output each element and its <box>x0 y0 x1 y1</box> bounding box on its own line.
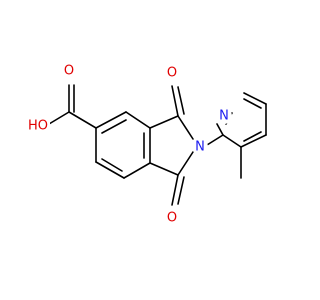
bond <box>216 123 224 136</box>
bond <box>149 115 179 129</box>
n-aryl-bond <box>206 134 224 146</box>
bond <box>222 134 242 148</box>
hydroxyl-group: HO <box>28 119 48 134</box>
structure-canvas: O O N N HO O <box>28 63 267 226</box>
carbonyl-bond <box>171 174 179 206</box>
bond <box>48 111 70 125</box>
imide-nitrogen: N <box>195 140 205 155</box>
carbonyl-oxygen-top: O <box>167 66 177 81</box>
double-bond-inner <box>243 131 262 142</box>
bond <box>149 162 179 176</box>
bond <box>68 111 97 129</box>
molecule-drawing: O O N N HO O <box>28 63 267 226</box>
pyridine-ring <box>216 92 267 179</box>
carboxylic-acid <box>48 84 97 129</box>
bond <box>95 161 125 179</box>
imide-ring <box>149 85 194 206</box>
bond <box>240 134 267 148</box>
carbonyl-bond <box>177 86 185 115</box>
double-bond-inner <box>243 98 262 109</box>
pyridine-nitrogen: N <box>219 109 229 124</box>
carbonyl-bond <box>177 176 185 205</box>
acid-carbonyl-oxygen: O <box>64 64 74 79</box>
bond <box>125 111 151 129</box>
bond <box>123 162 151 179</box>
bond <box>95 111 127 129</box>
bond <box>243 92 267 105</box>
bond <box>177 151 194 176</box>
double-bond-inner <box>101 119 127 134</box>
carbonyl-bond <box>171 85 179 117</box>
benzene-ring <box>95 111 151 179</box>
carbonyl-oxygen-bottom: O <box>167 211 177 226</box>
atom-labels: O O N N HO O <box>28 63 232 226</box>
double-bond-inner <box>101 158 123 172</box>
bond <box>177 115 194 140</box>
